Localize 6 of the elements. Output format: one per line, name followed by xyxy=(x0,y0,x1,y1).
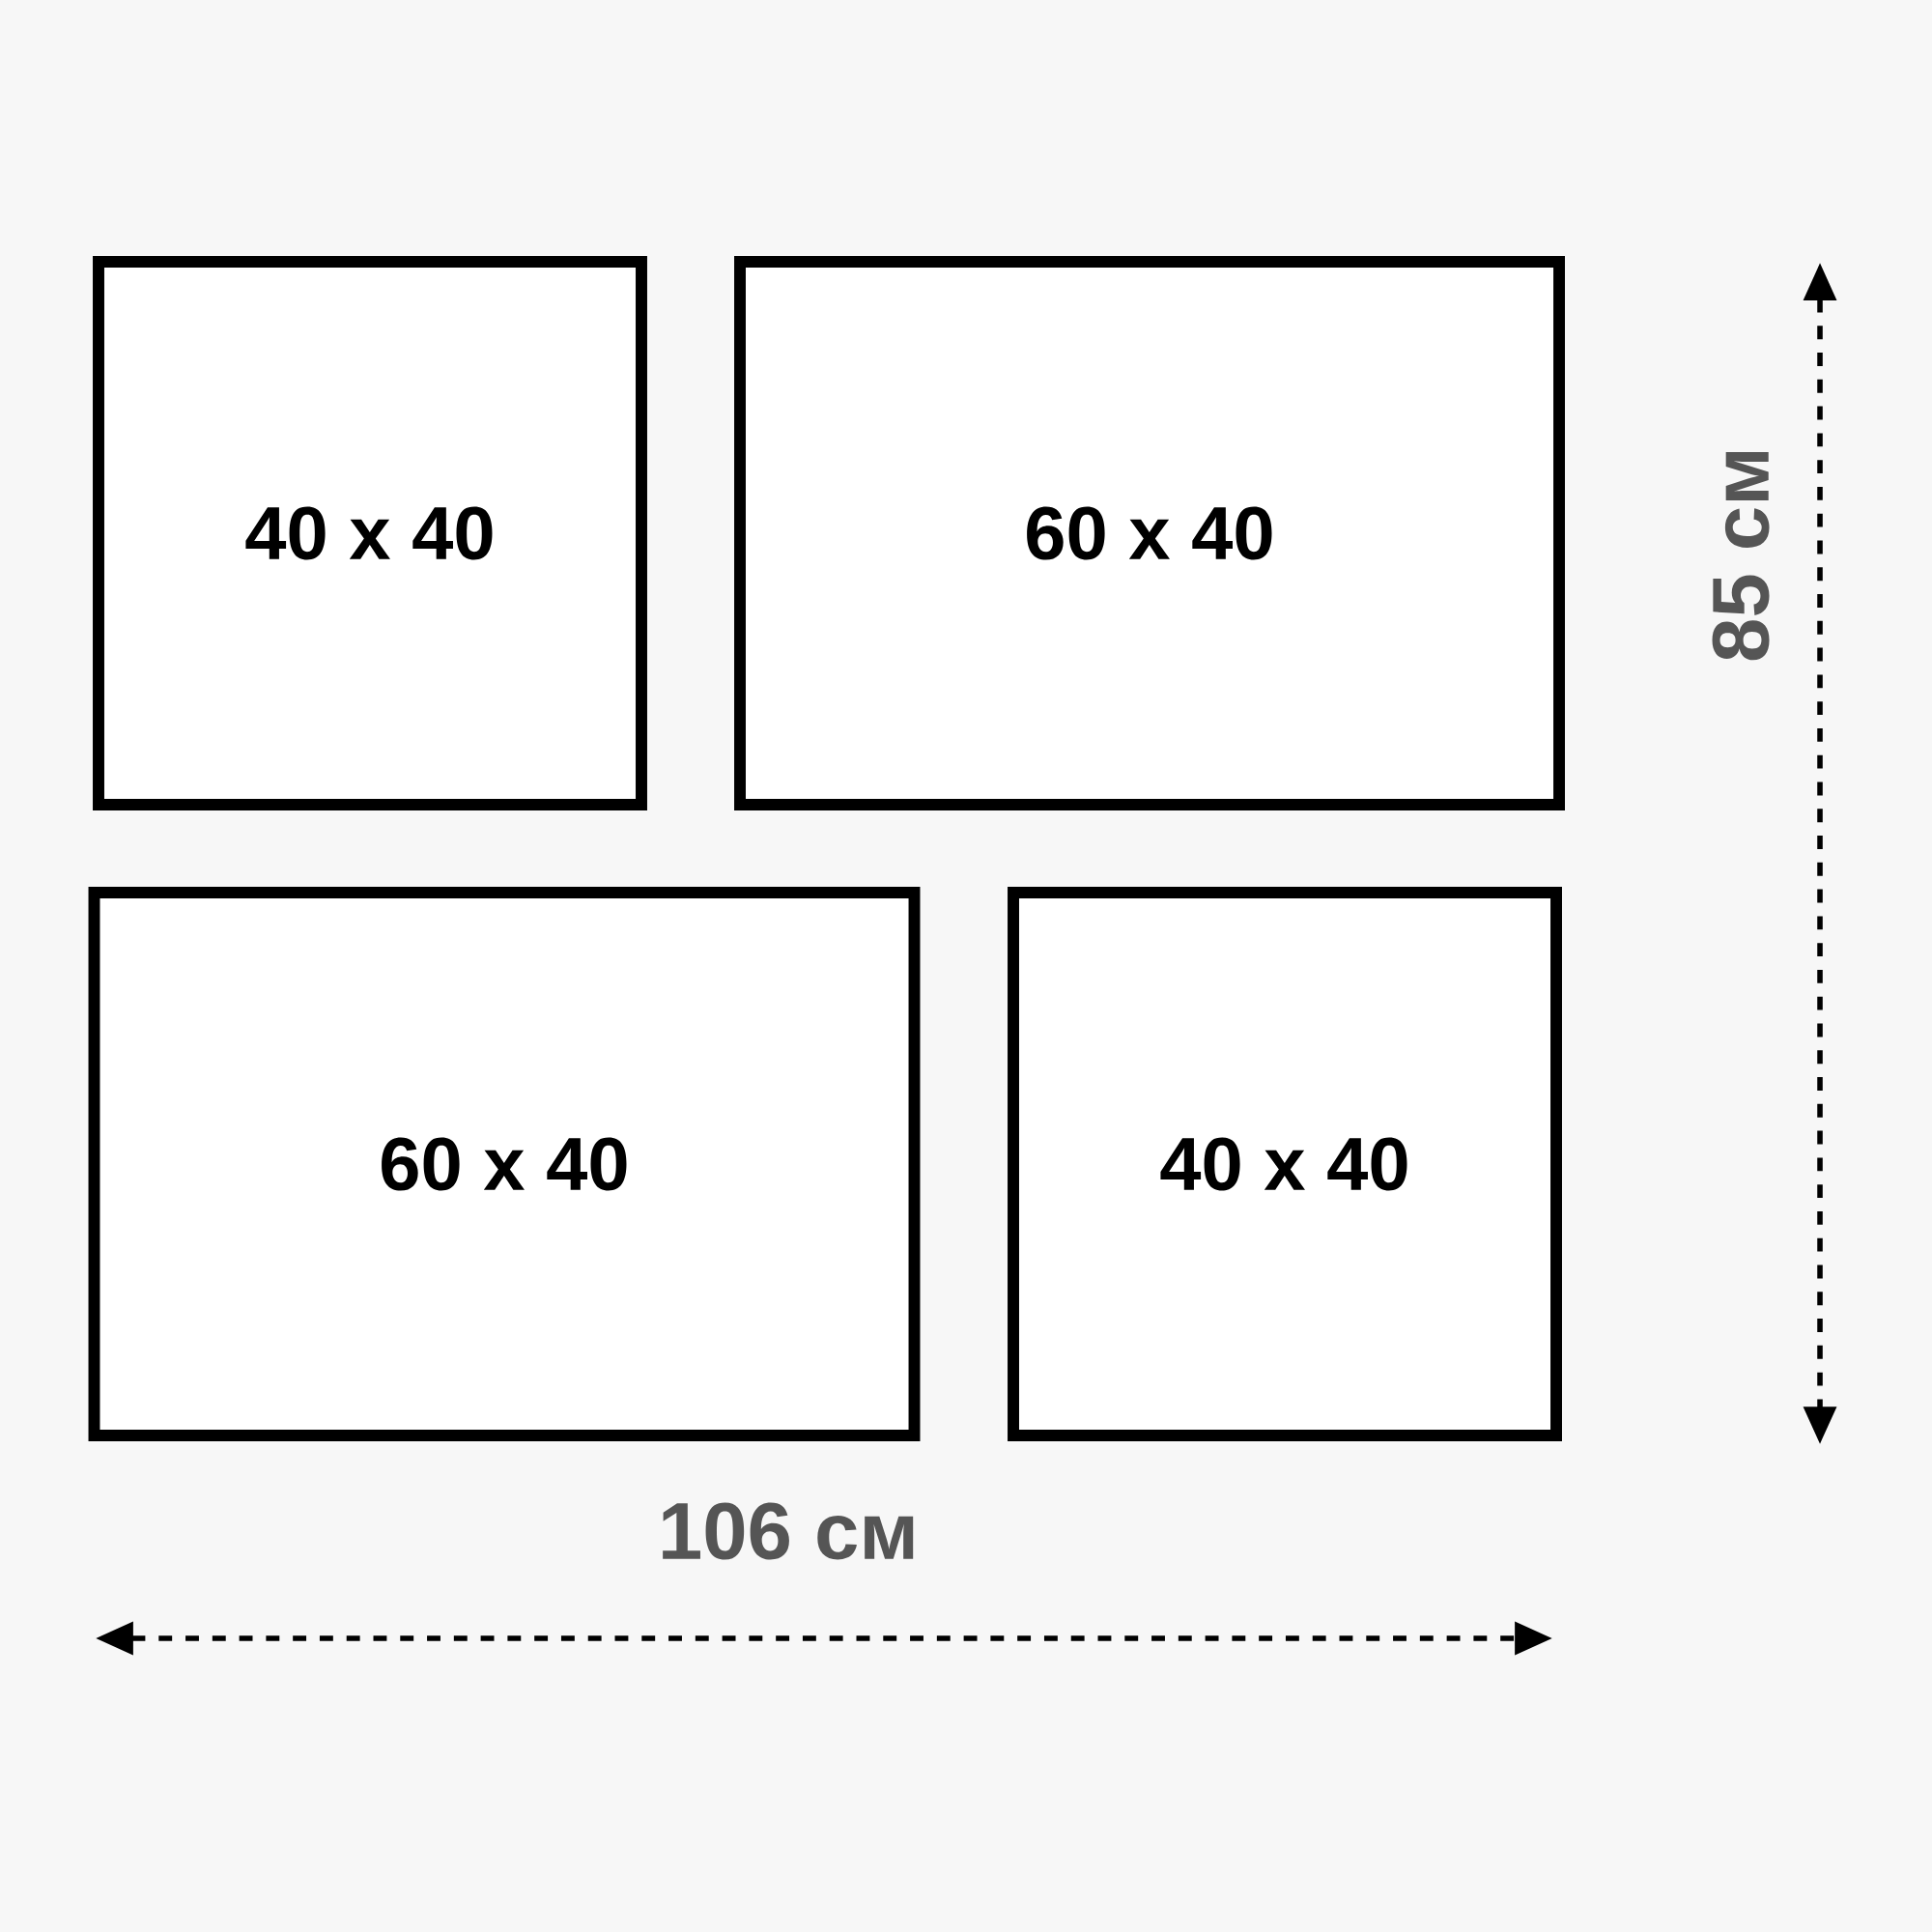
frame-box: 40 x 40 xyxy=(93,256,647,810)
dimension-label: 106 см xyxy=(663,1502,914,1560)
frame-box: 60 x 40 xyxy=(88,887,921,1441)
frame-box: 40 x 40 xyxy=(1008,887,1562,1441)
frame-box: 60 x 40 xyxy=(734,256,1565,810)
dimension-label: 85 см xyxy=(1712,452,1770,661)
